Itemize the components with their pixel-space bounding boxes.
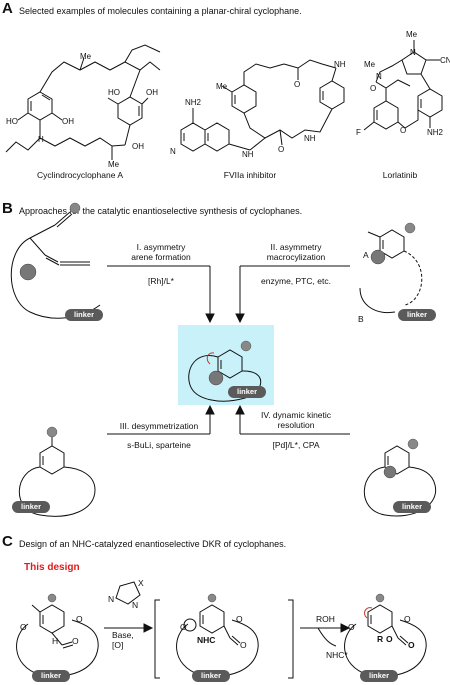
this-design-label: This design — [24, 562, 80, 573]
panel-c-letter: C — [2, 533, 13, 550]
approach-4-conditions: [Pd]/L*, CPA — [272, 440, 320, 450]
panel-a-title: Selected examples of molecules containin… — [19, 6, 302, 16]
atom-me-5: Me — [364, 60, 376, 69]
atom-n-3: N — [376, 72, 382, 81]
atom-me-4: Me — [406, 30, 418, 39]
product-r: R — [377, 634, 384, 644]
atom-h: H — [38, 135, 44, 144]
atom-nh2-2: NH2 — [427, 128, 444, 137]
atom-nh2: NH2 — [185, 98, 202, 107]
product-ester-o: O — [386, 634, 393, 644]
reagent-n-1: N — [108, 594, 115, 604]
atom-f: F — [356, 128, 361, 137]
intermediate-o-right: O — [236, 614, 243, 624]
atom-o-3: O — [370, 84, 377, 93]
atom-cn: CN — [440, 56, 450, 65]
approach-2-conditions: enzyme, PTC, etc. — [261, 276, 331, 286]
end-a-label: A — [363, 250, 369, 260]
product-o-left: O — [348, 622, 355, 632]
reagent-conditions: Base, [O] — [112, 630, 134, 650]
atom-ho-2: HO — [6, 117, 18, 126]
atom-oh-3: OH — [132, 142, 144, 151]
reactant-cho-o: O — [72, 636, 79, 646]
panel-b-title: Approaches for the catalytic enantiosele… — [19, 206, 303, 216]
end-b-label: B — [358, 314, 364, 324]
atom-oh-2: OH — [62, 117, 74, 126]
atom-me-3: Me — [216, 82, 228, 91]
roh-label: ROH — [316, 614, 335, 624]
atom-o-4: O — [400, 126, 407, 135]
linker-pill-center: linker — [228, 386, 266, 398]
atom-nh-2: NH — [242, 150, 254, 159]
atom-nh: NH — [334, 60, 346, 69]
intermediate-o: O — [240, 640, 247, 650]
linker-pill-ii: linker — [398, 309, 436, 321]
atom-o-2: O — [278, 145, 285, 154]
linker-pill-iii: linker — [12, 501, 50, 513]
approach-1-conditions: [Rh]/L* — [148, 276, 174, 286]
molecule-name-2: FVIIa inhibitor — [223, 170, 277, 180]
reagent-x: X — [138, 578, 144, 588]
approach-3-heading: III. desymmetrization — [119, 421, 199, 431]
atom-oh: OH — [146, 88, 158, 97]
linker-pill-c2: linker — [192, 670, 230, 682]
molecule-name-3: Lorlatinib — [382, 170, 418, 180]
product-o-right: O — [404, 614, 411, 624]
atom-o: O — [294, 80, 301, 89]
approach-3-conditions: s-BuLi, sparteine — [127, 440, 191, 450]
reactant-o-left: O — [20, 622, 27, 632]
reactant-h: H — [52, 636, 59, 646]
linker-pill-c3: linker — [360, 670, 398, 682]
approach-2-heading: II. asymmetry macrocylization — [266, 242, 326, 262]
panel-b-letter: B — [2, 200, 13, 217]
atom-n-2: N — [410, 48, 416, 57]
linker-pill-iv: linker — [393, 501, 431, 513]
approach-1-heading: I. asymmetry arene formation — [131, 242, 191, 262]
atom-n: N — [170, 147, 176, 156]
reactant-o-right: O — [76, 614, 83, 624]
intermediate-nhc: NHC — [197, 635, 216, 645]
atom-ho: HO — [108, 88, 120, 97]
atom-me-2: Me — [108, 160, 120, 169]
intermediate-o-left: O — [180, 622, 187, 632]
panel-c-title: Design of an NHC-catalyzed enantioselect… — [19, 539, 287, 549]
linker-pill-c1: linker — [32, 670, 70, 682]
molecule-name-1: Cyclindrocyclophane A — [37, 170, 123, 180]
atom-me: Me — [80, 52, 92, 61]
panel-a-letter: A — [2, 0, 13, 17]
reagent-n-2: N — [132, 600, 139, 610]
approach-4-heading: IV. dynamic kinetic resolution — [260, 410, 332, 430]
linker-pill-i: linker — [65, 309, 103, 321]
nhc-out-label: NHC* — [326, 650, 348, 660]
product-carbonyl-o: O — [408, 640, 415, 650]
atom-nh-3: NH — [304, 134, 316, 143]
